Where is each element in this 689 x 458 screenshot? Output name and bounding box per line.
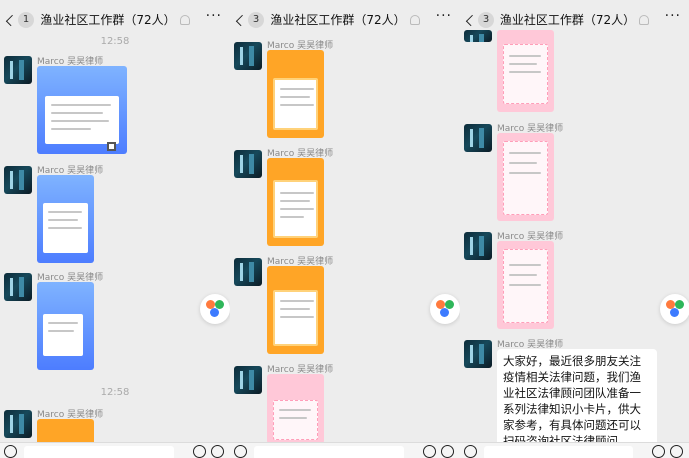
input-bar	[230, 442, 460, 458]
message-input[interactable]	[24, 446, 174, 458]
image-card[interactable]	[267, 266, 324, 354]
image-card[interactable]	[497, 133, 554, 221]
chat-title-text: 渔业社区工作群（72人）	[270, 13, 406, 27]
avatar[interactable]	[234, 150, 262, 178]
image-card[interactable]	[37, 175, 94, 263]
chat-header: 1 渔业社区工作群（72人） ···	[0, 0, 230, 38]
back-button[interactable]: 1	[4, 10, 34, 30]
chat-header: 3 渔业社区工作群（72人） ···	[230, 0, 460, 38]
image-card[interactable]	[37, 66, 127, 154]
voice-icon[interactable]	[464, 445, 477, 458]
qr-code-icon	[107, 142, 116, 151]
input-bar	[460, 442, 689, 458]
input-bar	[0, 442, 230, 458]
plus-icon[interactable]	[670, 445, 683, 458]
card-paper	[503, 249, 548, 323]
unread-count-badge: 3	[248, 12, 264, 28]
timestamp: 12:58	[100, 387, 130, 398]
chat-title-text: 渔业社区工作群（72人）	[40, 13, 176, 27]
image-card[interactable]	[497, 30, 554, 112]
back-button[interactable]: 3	[464, 10, 494, 30]
avatar[interactable]	[4, 166, 32, 194]
mute-bell-icon	[409, 15, 420, 25]
sender-name: Marco 吴昊律师	[37, 57, 104, 67]
chat-title: 渔业社区工作群（72人）	[460, 11, 689, 28]
mute-bell-icon	[639, 15, 650, 25]
image-card[interactable]	[267, 158, 324, 246]
sender-name: Marco 吴昊律师	[497, 232, 564, 242]
message-input[interactable]	[254, 446, 404, 458]
card-paper	[273, 400, 318, 440]
emoji-icon[interactable]	[423, 445, 436, 458]
card-paper	[273, 78, 318, 130]
card-paper	[45, 96, 119, 144]
image-card[interactable]	[267, 50, 324, 138]
chat-header: 3 渔业社区工作群（72人） ···	[460, 0, 689, 38]
image-card[interactable]	[37, 282, 94, 370]
card-paper	[43, 314, 83, 356]
text-message-bubble: 大家好，最近很多朋友关注疫情相关法律问题，我们渔业社区法律顾问团队准备一系列法律…	[497, 349, 657, 453]
chat-screen-3: 3 渔业社区工作群（72人） ··· Marco 吴昊律师 Ma	[460, 0, 689, 458]
avatar[interactable]	[4, 410, 32, 438]
image-card[interactable]	[267, 374, 324, 444]
floating-app-icon[interactable]	[200, 294, 230, 324]
chat-title: 渔业社区工作群（72人）	[230, 11, 460, 28]
avatar[interactable]	[4, 273, 32, 301]
card-paper	[43, 203, 88, 253]
sender-name: Marco 吴昊律师	[267, 365, 334, 375]
back-button[interactable]: 3	[234, 10, 264, 30]
sender-name: Marco 吴昊律师	[37, 166, 104, 176]
card-paper	[273, 180, 318, 238]
emoji-icon[interactable]	[193, 445, 206, 458]
avatar[interactable]	[4, 56, 32, 84]
avatar[interactable]	[464, 30, 492, 42]
floating-app-icon[interactable]	[430, 294, 460, 324]
unread-count-badge: 1	[18, 12, 34, 28]
card-paper	[503, 44, 548, 104]
sender-name: Marco 吴昊律师	[267, 41, 334, 51]
chat-title-text: 渔业社区工作群（72人）	[499, 13, 636, 27]
sender-name: Marco 吴昊律师	[267, 257, 334, 267]
avatar[interactable]	[234, 42, 262, 70]
voice-icon[interactable]	[4, 445, 17, 458]
avatar[interactable]	[464, 124, 492, 152]
emoji-icon[interactable]	[652, 445, 665, 458]
voice-icon[interactable]	[234, 445, 247, 458]
floating-app-icon[interactable]	[660, 294, 689, 324]
more-button[interactable]: ···	[664, 8, 681, 24]
sender-name: Marco 吴昊律师	[37, 410, 104, 420]
image-card[interactable]	[497, 241, 554, 329]
avatar[interactable]	[464, 340, 492, 368]
chat-title: 渔业社区工作群（72人）	[0, 11, 230, 28]
sender-name: Marco 吴昊律师	[497, 340, 564, 350]
plus-icon[interactable]	[211, 445, 224, 458]
plus-icon[interactable]	[441, 445, 454, 458]
sender-name: Marco 吴昊律师	[497, 124, 564, 134]
avatar[interactable]	[464, 232, 492, 260]
more-button[interactable]: ···	[435, 8, 452, 24]
avatar[interactable]	[234, 258, 262, 286]
sender-name: Marco 吴昊律师	[37, 273, 104, 283]
card-paper	[503, 141, 548, 215]
more-button[interactable]: ···	[205, 8, 222, 24]
timestamp: 12:58	[100, 36, 130, 47]
card-paper	[273, 290, 318, 346]
message-input[interactable]	[484, 446, 633, 458]
unread-count-badge: 3	[478, 12, 494, 28]
chat-screen-2: 3 渔业社区工作群（72人） ··· Marco 吴昊律师 Marco 吴昊律师	[230, 0, 460, 458]
sender-name: Marco 吴昊律师	[267, 149, 334, 159]
mute-bell-icon	[179, 15, 190, 25]
chat-screen-1: 1 渔业社区工作群（72人） ··· 12:58 Marco 吴昊律师 Marc…	[0, 0, 230, 458]
avatar[interactable]	[234, 366, 262, 394]
